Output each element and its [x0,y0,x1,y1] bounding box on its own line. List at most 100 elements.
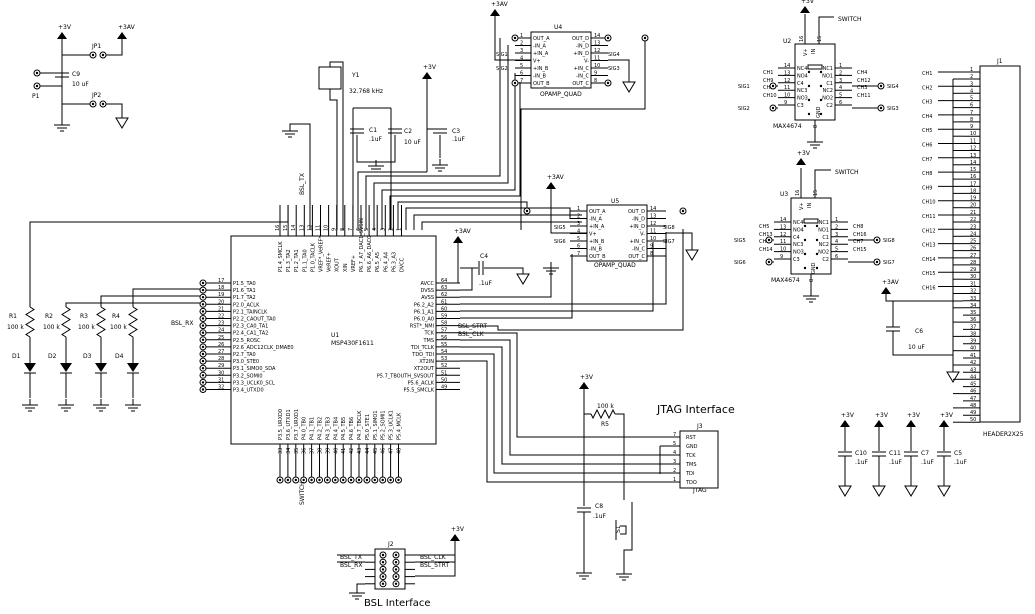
j1-pin-number: 31 [970,282,976,288]
mcu-left-pin-terminal-core [201,388,205,391]
led2-feed [65,302,203,307]
j1-pin-number: 10 [970,131,976,137]
u3-gnd-pin: 8 [809,279,815,282]
mcu-bottom-pin-terminal-core [397,478,400,482]
net-bsl-strt: BSL_STRT [458,323,487,330]
j2-pin-even-core [394,561,398,564]
mcu-left-pin-terminal-core [201,296,205,299]
c8-capacitor [577,507,591,513]
j2-pin-even-core [394,553,398,557]
led-diode [127,363,139,372]
u2-right-pin-name: C2 [826,103,833,109]
mcu-left-pin-number: 22 [218,314,224,320]
j1-channel-label: CH12 [922,228,936,234]
mcu-bottom-pin-name: P4.1_TB1 [310,417,316,440]
mcu-top-pin-number: 8 [340,228,346,231]
j1-pin-number: 6 [970,103,973,109]
led-resistor-value: 100 k [110,324,127,331]
mcu-top-pin-number: 15 [283,225,289,231]
u3-right-pin-number: 4 [835,239,838,245]
mcu-top-pin-name: DVCC [400,257,406,272]
mcu-bottom-pin-terminal-core [349,478,353,482]
cap-br-capacitor [838,451,852,457]
led-resistor-value: 100 k [43,324,60,331]
u4-right-pin-name: +IN_C [574,66,590,72]
mcu-left-pin-terminal-core [201,303,205,306]
u2-left-pin-name: C3 [797,103,804,109]
u3-switch-contact [803,252,807,256]
mcu-left-pin-name: P2.7_TA0 [233,352,256,358]
u2-right-pin-name: NO1 [822,73,833,79]
j1-pin-number: 41 [970,353,976,359]
mcu-left-pin-name: P2.3_CA0_TA1 [233,324,268,330]
j2-pin-odd-core [381,575,385,578]
mcu-right-pin-number: 51 [441,370,447,376]
mcu-left-pin-name: P2.5_ROSC [233,338,261,344]
p1-terminal-b-core [35,84,39,88]
c8-ref: C8 [595,503,603,510]
u2-left-pin-number: 14 [784,63,790,69]
u4-right-pin-name: OUT_C [572,81,589,87]
u2-left-pin-number: 12 [784,78,790,84]
u3-switch-contact [815,238,819,242]
jp2-ref: JP2 [91,92,101,99]
mcu-bottom-pin-terminal-core [334,478,337,482]
mcu-right-pin-number: 63 [441,285,447,291]
u5-sig-left-2: SIG6 [554,239,566,245]
u2-gnd-pin: 8 [813,125,819,128]
u5-right-pin-name: +IN_C [630,239,646,245]
u2-left-pin-number: 9 [784,100,787,106]
j3-pin-number: 3 [673,459,676,465]
j1-channel-label: CH15 [922,271,936,277]
u4-right-pin-number: 14 [594,33,600,39]
mcu-left-pin-name: P1.6_TA1 [233,288,256,294]
p3av-u4-label: +3AV [491,1,509,8]
u4-left-pin-name: V+ [533,59,541,65]
j3-pin-number: 2 [673,468,676,474]
c8-value: .1uF [593,513,607,520]
c4-ref: C4 [480,253,488,260]
u5-left-pin-number: 3 [577,221,580,227]
j2-gnd-wire [356,583,365,590]
u3-sig-left-terminal-1-core [767,238,771,242]
u3-left-pin-number: 14 [780,217,786,223]
mcu-bottom-pin-number: 47 [389,448,395,454]
led-ground [58,404,74,412]
p3v-bsl-label: +3V [451,526,465,533]
u2-right-pin-number: 1 [839,63,842,69]
j1-pin-number: 4 [970,88,973,94]
led-ground [22,404,38,412]
j3-pin-name: TDI [685,471,694,477]
led-resistor [61,306,71,338]
jp2-out-wire [106,103,123,118]
cap-br-ref: C11 [889,450,901,457]
j1-channel-label: CH9 [922,185,932,191]
u3-switch-contact [815,252,819,256]
u2-ch-right: CH3 [857,85,867,91]
u3-left-pin-name: NC3 [793,242,803,248]
u2-top-pin: V+ [803,48,809,56]
u3-left-pin-name: NC4 [793,220,803,226]
u4-feed-3 [381,73,516,230]
j2-pin-even-core [394,568,398,571]
led-ground [125,404,141,412]
c6-bottom [892,331,953,356]
j1-pin-number: 34 [970,303,976,309]
u4-feed-1 [365,38,501,230]
mcu-bottom-pin-name: P4.4_TB4 [333,417,339,440]
j1-pin-number: 2 [970,74,973,80]
j1-pin-number: 18 [970,188,976,194]
u2-ch-right: CH11 [857,93,871,99]
mcu-left-pin-name: P2.6_ADC12CLK_DMAE0 [233,345,294,351]
j1-pin-number: 36 [970,317,976,323]
j2-vcc-wire [415,541,456,577]
p3v-top-left-label: +3V [58,24,72,31]
cap-br-ground-triangle [872,485,886,497]
j1-pin-number: 43 [970,367,976,373]
mcu-bottom-pin-terminal-core [389,478,392,482]
u5-sig-right-1: SIG8 [663,225,675,231]
led-ref: D3 [83,353,92,360]
mcu-right-pin-number: 57 [441,328,447,334]
p1-ref: P1 [32,93,40,100]
j2-pin-even-core [394,575,398,578]
